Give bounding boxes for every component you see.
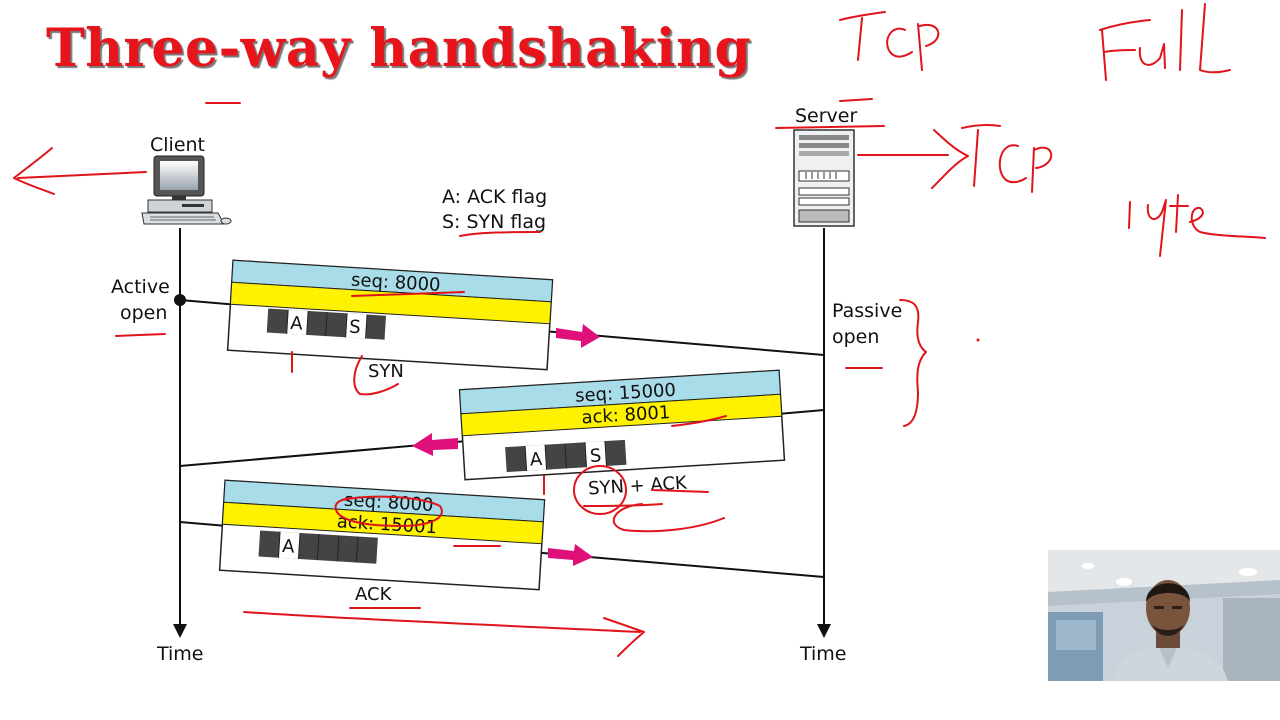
server-time-arrowhead	[817, 624, 831, 638]
syn-direction-arrow	[556, 324, 600, 348]
pen-annotations	[13, 3, 1266, 657]
webcam-overlay	[1048, 550, 1280, 681]
syn-ack-segment: seq: 15000 ack: 8001 A S	[458, 369, 786, 481]
syn-flag-a: A	[290, 313, 304, 335]
active-open-label-line1: Active	[111, 276, 170, 298]
slide-title: Three-way handshaking	[46, 18, 752, 79]
client-label: Client	[150, 134, 205, 156]
time-label-client: Time	[156, 643, 204, 665]
server-icon	[793, 129, 855, 227]
client-computer-icon	[141, 155, 232, 225]
syn-ack-flag-s: S	[589, 445, 602, 467]
syn-name-label: SYN	[368, 361, 404, 382]
passive-open-label-line1: Passive	[832, 300, 902, 322]
legend-syn-flag: S: SYN flag	[442, 211, 546, 233]
syn-ack-name-label: SYN + ACK	[587, 472, 688, 499]
syn-ack-flag-a: A	[529, 449, 543, 471]
ack-flag-a: A	[282, 536, 296, 558]
ack-direction-arrow	[548, 544, 593, 566]
ack-name-label: ACK	[355, 584, 393, 605]
legend-ack-flag: A: ACK flag	[442, 186, 547, 208]
time-label-server: Time	[799, 643, 847, 665]
passive-open-label-line2: open	[832, 326, 879, 348]
active-open-label-line2: open	[120, 302, 167, 324]
syn-ack-direction-arrow	[412, 433, 458, 456]
client-time-arrowhead	[173, 624, 187, 638]
syn-flag-s: S	[349, 317, 362, 339]
ack-segment: seq: 8000 ack: 15001 A	[218, 479, 546, 591]
syn-segment: seq: 8000 A S	[226, 259, 554, 371]
server-label: Server	[795, 105, 857, 127]
